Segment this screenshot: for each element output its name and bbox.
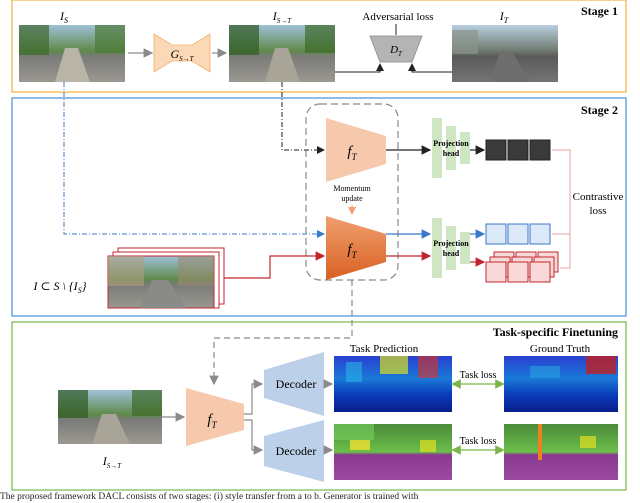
online-encoder-label: fT xyxy=(347,242,357,260)
momentum-update-label-2: update xyxy=(341,194,363,203)
task-loss-bottom-label: Task loss xyxy=(460,436,497,447)
discriminator-label: DT xyxy=(389,44,403,58)
task-loss-top-label: Task loss xyxy=(460,370,497,381)
translated-image xyxy=(229,25,335,82)
figure-caption: The proposed framework DACL consists of … xyxy=(0,492,419,502)
momentum-update-label: Momentum xyxy=(333,184,371,193)
blue-embedding xyxy=(485,223,551,245)
momentum-encoder-shape xyxy=(326,118,386,182)
arrow-target-to-disc xyxy=(408,63,452,73)
adversarial-loss-label: Adversarial loss xyxy=(362,11,433,23)
finetune-encoder-shape xyxy=(186,388,244,446)
decoder-bottom-shape xyxy=(264,420,324,482)
task-prediction-header: Task Prediction xyxy=(350,343,419,355)
momentum-encoder-label: fT xyxy=(347,144,357,162)
stage2-box xyxy=(11,97,627,317)
dacl-framework-diagram: Stage 1 IS GS→T IS→T Adversarial loss DT… xyxy=(11,0,627,491)
source-to-online-arrow xyxy=(63,82,325,238)
stack-to-online-arrow xyxy=(224,251,326,279)
finetune-encoder-label: fT xyxy=(207,412,217,430)
online-encoder-shape xyxy=(326,216,386,280)
finetune-input-label: IS→T xyxy=(102,454,123,470)
segmentation-ground-truth-image xyxy=(504,424,618,480)
translated-to-momentum-arrow xyxy=(281,82,325,154)
segmentation-prediction-image xyxy=(334,424,452,480)
generator-shape xyxy=(153,33,211,73)
source-image-label: IS xyxy=(59,9,68,25)
projection-head-top xyxy=(432,118,470,178)
encoder-to-decoder2-arrow xyxy=(244,419,264,455)
projection-head-bottom-label: Projection xyxy=(433,239,469,248)
decoder-top-shape xyxy=(264,352,324,416)
ground-truth-header: Ground Truth xyxy=(530,343,591,355)
projection-head-top-label: Projection xyxy=(433,139,469,148)
generator-label: GS→T xyxy=(170,47,194,63)
depth-prediction-image xyxy=(334,356,452,412)
contrastive-loss-label-2: loss xyxy=(589,205,606,217)
translated-image-label: IS→T xyxy=(272,9,293,25)
decoder-bottom-label: Decoder xyxy=(276,444,317,458)
red-embedding-stack xyxy=(485,251,559,283)
projection-head-bottom xyxy=(432,218,470,278)
decoder-top-label: Decoder xyxy=(276,377,317,391)
target-image-label: IT xyxy=(499,9,509,25)
image-set-label: I ⊂ S \ {IS} xyxy=(33,279,87,295)
source-image xyxy=(19,25,125,82)
image-stack xyxy=(107,247,225,309)
discriminator-shape xyxy=(369,35,423,63)
stage2-title: Stage 2 xyxy=(581,103,618,117)
stage1-title: Stage 1 xyxy=(581,4,618,18)
contrastive-bracket xyxy=(552,149,571,269)
black-embedding xyxy=(485,139,551,161)
arrow-translated-to-disc xyxy=(335,63,384,73)
target-image xyxy=(452,25,558,82)
encoder-to-decoder1-arrow xyxy=(244,379,264,415)
depth-ground-truth-image xyxy=(504,356,618,412)
stage3-title: Task-specific Finetuning xyxy=(493,325,618,339)
finetune-input-image xyxy=(58,390,162,444)
projection-head-top-label-2: head xyxy=(443,149,460,158)
contrastive-loss-label: Contrastive xyxy=(573,191,624,203)
projection-head-bottom-label-2: head xyxy=(443,249,460,258)
